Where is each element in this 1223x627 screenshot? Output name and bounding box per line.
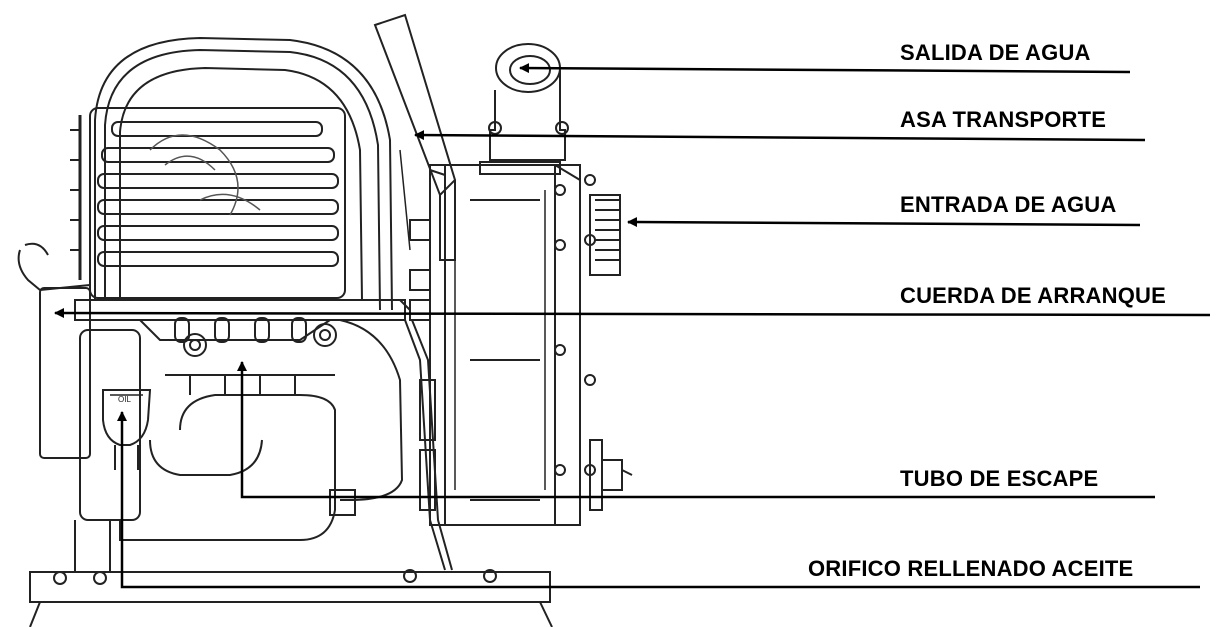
label-tubo-de-escape: TUBO DE ESCAPE — [900, 466, 1099, 491]
leader-orificio — [117, 411, 1200, 589]
engine-body — [17, 242, 411, 541]
base-frame — [29, 520, 553, 627]
water-inlet-fitting — [589, 194, 621, 276]
leader-lines — [54, 63, 1211, 589]
label-salida-de-agua: SALIDA DE AGUA — [900, 40, 1091, 65]
label-asa-transporte: ASA TRANSPORTE — [900, 107, 1107, 132]
leader-asa — [414, 130, 1146, 142]
carrying-handle — [373, 13, 457, 261]
water-outlet-fitting — [488, 43, 569, 161]
engine-frame-loop — [94, 36, 393, 311]
engine-grille — [70, 107, 346, 299]
label-cuerda-de-arranque: CUERDA DE ARRANQUE — [900, 283, 1166, 308]
label-entrada-de-agua: ENTRADA DE AGUA — [900, 192, 1117, 217]
drain-plug — [589, 439, 633, 511]
leader-tubo — [237, 361, 1155, 499]
label-orifico-rellenado-aceite: ORIFICO RELLENADO ACEITE — [808, 556, 1134, 581]
leader-salida — [519, 63, 1131, 74]
leader-cuerda — [54, 308, 1211, 319]
oil-cap-text: OIL — [118, 395, 131, 404]
pump-housing — [409, 161, 596, 526]
oil-filler-cap: OIL — [102, 389, 152, 470]
leader-entrada — [627, 217, 1141, 228]
